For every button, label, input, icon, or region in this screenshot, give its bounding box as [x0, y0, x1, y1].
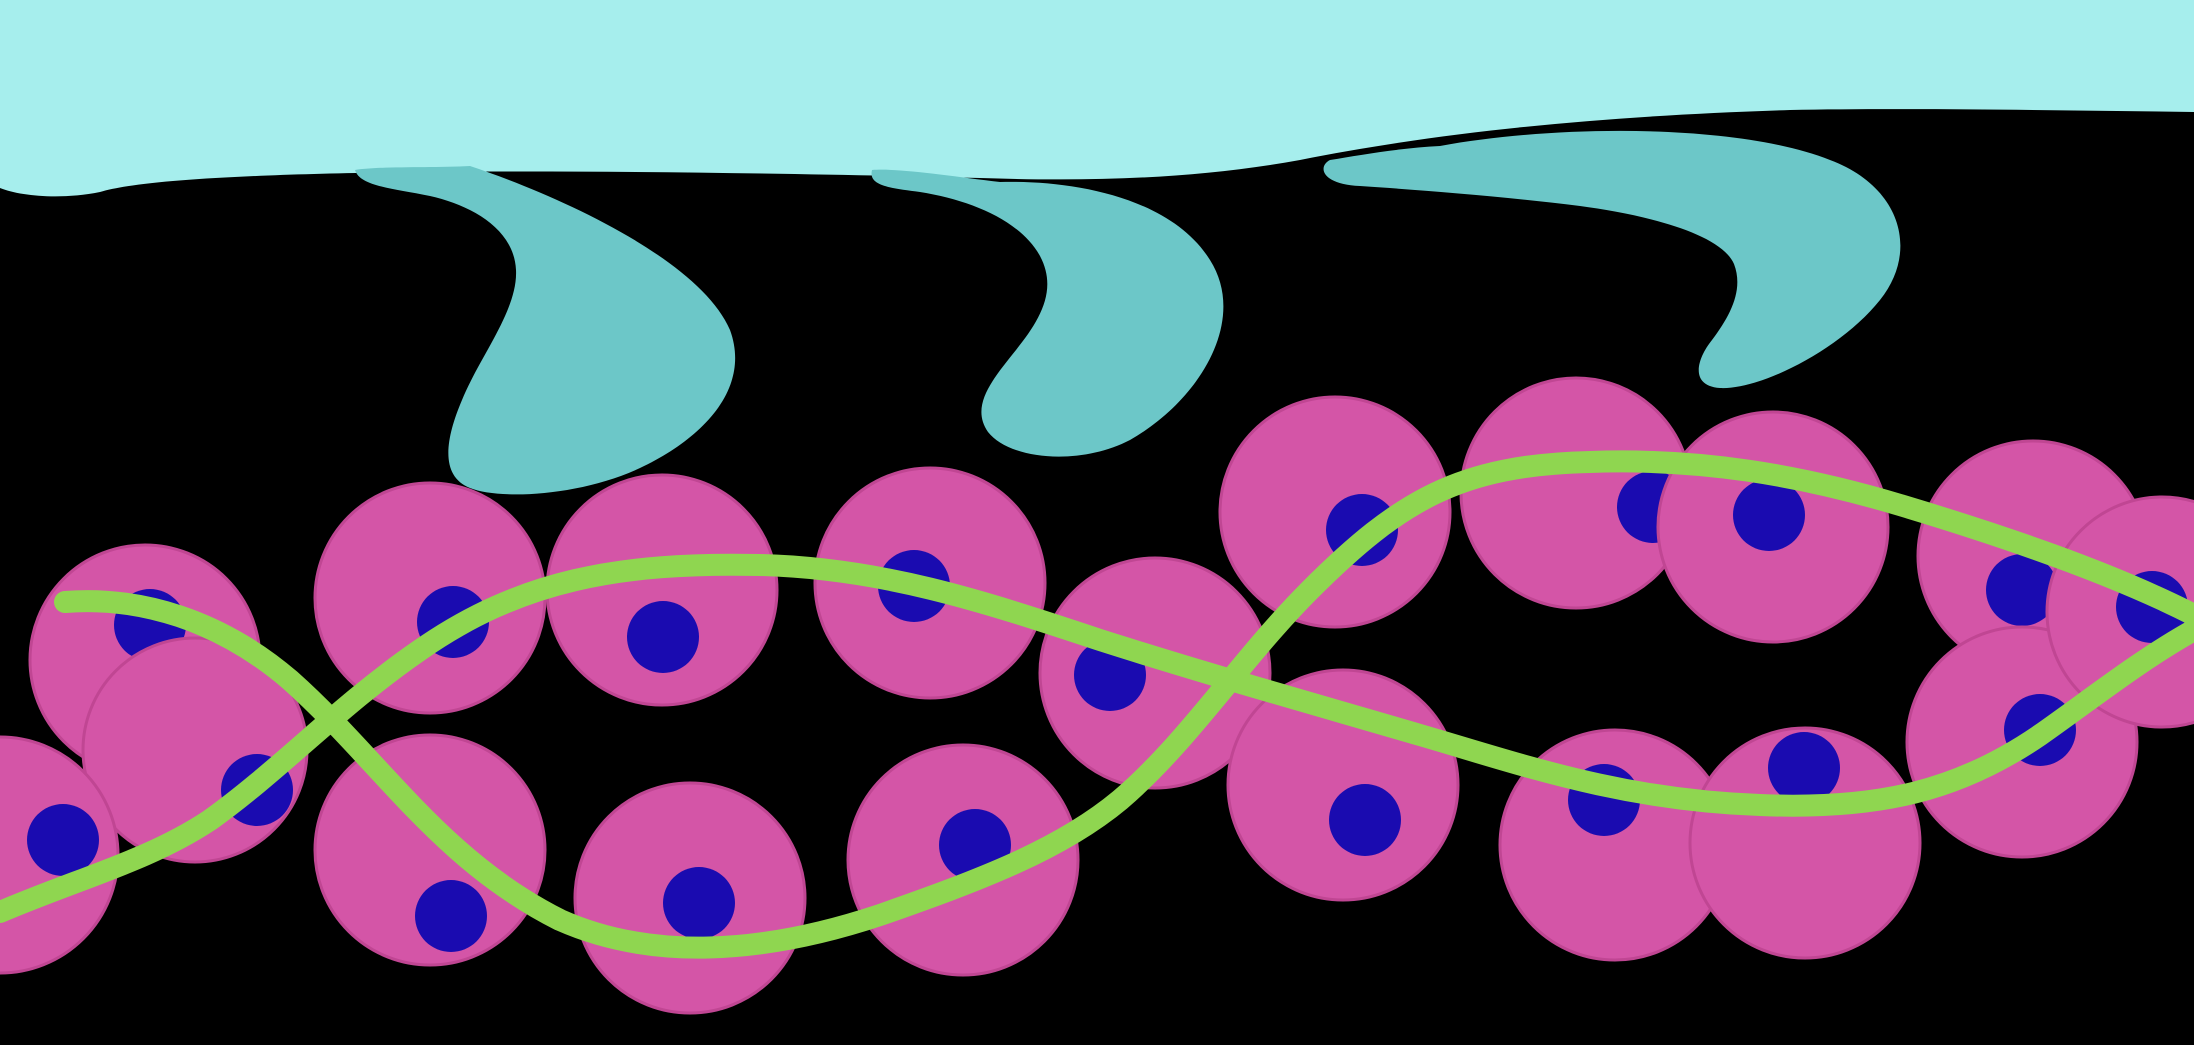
cell-body: [1688, 726, 1922, 960]
cell-nucleus: [415, 880, 487, 952]
cell-body: [1038, 556, 1272, 790]
cell: [1656, 410, 1890, 644]
hook-shape: [871, 169, 1224, 457]
cell-nucleus: [663, 867, 735, 939]
strand: [0, 553, 2194, 923]
strand: [54, 450, 2194, 959]
cell-nucleus: [27, 804, 99, 876]
hook-shape: [1323, 130, 1901, 389]
cell: [1688, 726, 1922, 960]
surface-layer: [0, 0, 2194, 197]
cell: [545, 473, 779, 707]
cell-nucleus: [1986, 554, 2058, 626]
strand-group: [0, 450, 2194, 959]
hook-shape: [355, 166, 736, 495]
cell: [573, 781, 807, 1015]
cell: [313, 733, 547, 967]
cell-nucleus: [1329, 784, 1401, 856]
cell: [1459, 376, 1693, 610]
hook-group: [355, 130, 1901, 495]
cell-nucleus: [627, 601, 699, 673]
cell-nucleus: [1733, 479, 1805, 551]
cell-body: [313, 733, 547, 967]
cell-nucleus: [1768, 732, 1840, 804]
